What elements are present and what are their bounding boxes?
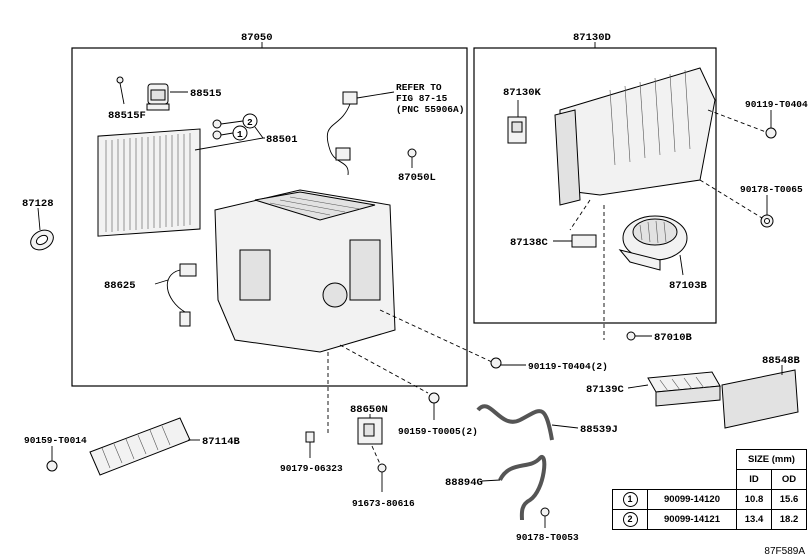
expansion-valve-88515 <box>146 83 188 111</box>
screw-90159-t0005-2 <box>428 392 440 420</box>
label-87050l: 87050L <box>398 172 436 184</box>
label-87114b: 87114B <box>202 436 241 448</box>
cabin-filter-87139c <box>627 371 721 407</box>
label-88548b: 88548B <box>762 355 801 367</box>
resistor-87138c <box>553 234 597 248</box>
row-ref-1: 1 <box>622 492 638 507</box>
screw-90119-t0404 <box>707 109 777 139</box>
label-87130k: 87130K <box>503 87 542 99</box>
screw-87010b <box>626 331 652 341</box>
size-table-col-id: ID <box>736 469 772 490</box>
row-od-2: 18.2 <box>771 509 807 530</box>
label-90178-t0065: 90178-T0065 <box>740 184 803 195</box>
label-87138c: 87138C <box>510 237 549 249</box>
label-88515f: 88515F <box>108 110 146 122</box>
hvac-case-assembly <box>214 189 396 353</box>
label-87010b: 87010B <box>654 332 693 344</box>
size-table-blank-2 <box>612 469 737 490</box>
label-88515: 88515 <box>190 88 222 100</box>
bracket-88650n <box>357 414 383 445</box>
label-87103b: 87103B <box>669 280 708 292</box>
assembly-frame-87050 <box>71 47 468 387</box>
label-90119-t0404-2: 90119-T0404(2) <box>528 361 608 372</box>
bolt-88515f <box>116 76 125 105</box>
table-row: 1 90099-14120 10.8 15.6 <box>612 489 807 510</box>
nut-90178-t0065 <box>699 179 774 228</box>
pipe-88894g <box>481 455 547 521</box>
row-ref-2: 2 <box>622 512 638 527</box>
callout-2: 2 <box>247 117 253 128</box>
label-88539j: 88539J <box>580 424 618 436</box>
screw-90119-t0404-2 <box>490 357 526 369</box>
screw-90159-t0014 <box>46 446 58 472</box>
evaporator-88501 <box>97 128 201 237</box>
size-table-col-od: OD <box>771 469 807 490</box>
refer-text-line3: (PNC 55906A) <box>396 104 464 115</box>
o-ring-callout-2 <box>212 113 258 129</box>
row-id-1: 10.8 <box>736 489 772 510</box>
blower-case-87130d <box>554 67 716 206</box>
size-table-title: SIZE (mm) <box>736 449 807 470</box>
label-90178-t0053: 90178-T0053 <box>516 532 579 543</box>
bolt-91673-80616 <box>371 445 387 492</box>
refer-text-line1: REFER TO <box>396 82 442 93</box>
nut-90179-06323 <box>305 431 315 458</box>
clip-87050l <box>407 148 417 168</box>
label-87130d: 87130D <box>573 32 611 44</box>
label-88650n: 88650N <box>350 404 388 416</box>
row-id-2: 13.4 <box>736 509 772 530</box>
heater-core-87114b <box>89 417 200 476</box>
row-od-1: 15.6 <box>771 489 807 510</box>
label-87128: 87128 <box>22 198 54 210</box>
filter-frame-88548b <box>721 365 799 429</box>
size-table-blank <box>613 450 737 470</box>
o-ring-callout-1 <box>212 125 248 141</box>
label-88894g: 88894G <box>445 477 483 489</box>
figure-code: 87F589A <box>764 546 805 557</box>
table-row: 2 90099-14121 13.4 18.2 <box>612 509 807 530</box>
label-90159-t0014: 90159-T0014 <box>24 435 87 446</box>
row-part-2: 90099-14121 <box>647 509 737 530</box>
label-91673-80616: 91673-80616 <box>352 498 415 509</box>
nut-90178-t0053 <box>540 507 550 528</box>
seal-87128 <box>30 207 54 251</box>
blower-motor-87103b <box>618 215 688 276</box>
label-87050: 87050 <box>241 32 273 44</box>
thermistor-88625 <box>154 263 197 327</box>
wiring-harness-reference <box>326 91 395 176</box>
refer-text-line2: FIG 87-15 <box>396 93 448 104</box>
label-90119-t0404: 90119-T0404 <box>745 99 808 110</box>
pipe-88539j <box>476 404 579 441</box>
servo-87130k <box>507 100 527 144</box>
row-part-1: 90099-14120 <box>647 489 737 510</box>
callout-1: 1 <box>237 129 243 140</box>
label-88625: 88625 <box>104 280 136 292</box>
label-87139c: 87139C <box>586 384 625 396</box>
o-ring-size-table: SIZE (mm) ID OD 1 90099-14120 10.8 15.6 … <box>612 449 807 530</box>
label-90179-06323: 90179-06323 <box>280 463 343 474</box>
label-90159-t0005-2: 90159-T0005(2) <box>398 426 478 437</box>
label-88501: 88501 <box>266 134 298 146</box>
